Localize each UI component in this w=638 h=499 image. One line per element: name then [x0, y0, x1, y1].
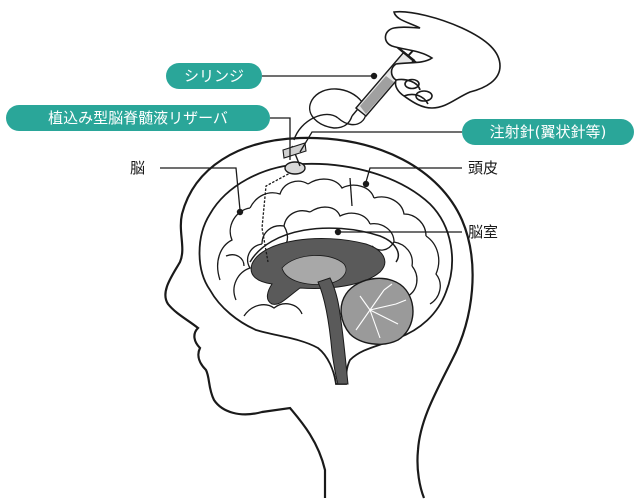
label-reservoir-text: 植込み型脳脊髄液リザーバ [48, 109, 228, 127]
label-reservoir: 植込み型脳脊髄液リザーバ [6, 105, 270, 131]
label-brain: 脳 [130, 159, 145, 177]
butterfly-needle [283, 114, 338, 166]
label-syringe: シリンジ [166, 63, 262, 89]
label-ventricle: 脳室 [468, 223, 498, 241]
cerebellum [341, 278, 413, 344]
label-needle-text: 注射針(翼状針等) [490, 123, 607, 141]
label-scalp: 頭皮 [468, 159, 498, 177]
reservoir-dome [285, 162, 305, 174]
label-needle: 注射針(翼状針等) [462, 119, 634, 145]
label-syringe-text: シリンジ [184, 67, 244, 85]
